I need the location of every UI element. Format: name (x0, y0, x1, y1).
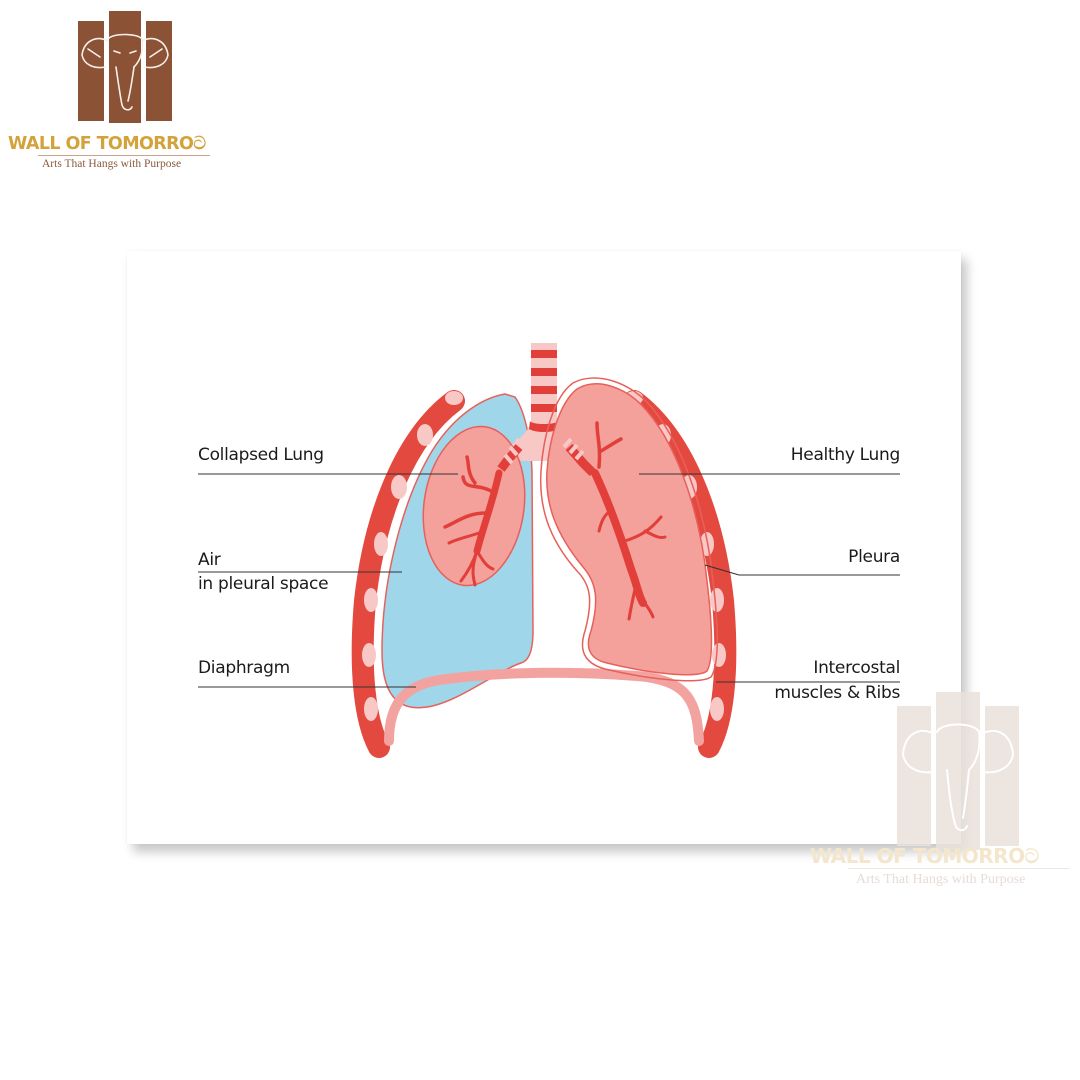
brand-tagline: Arts That Hangs with Purpose (42, 158, 182, 170)
label-intercostal-line2: muscles & Ribs (774, 683, 900, 703)
left-ribcage (351, 390, 465, 758)
watermark-tagline: Arts That Hangs with Purpose (856, 872, 1026, 887)
brand-watermark: WALL OF TOMORROට Arts That Hangs with Pu… (800, 680, 1080, 900)
label-pleura: Pleura (848, 547, 900, 567)
watermark-title: WALL OF TOMORROට (810, 844, 1039, 868)
brand-title: WALL OF TOMORROට (8, 134, 206, 154)
label-healthy-lung: Healthy Lung (790, 445, 901, 465)
label-air-line2: in pleural space (198, 574, 329, 594)
healthy-lung (539, 377, 718, 682)
watermark-divider (848, 868, 1070, 869)
brand-divider (38, 155, 210, 156)
label-intercostal-line1: Intercostal (813, 658, 900, 678)
poster-frame: Collapsed Lung Air in pleural space Diap… (127, 251, 961, 844)
brand-logo: WALL OF TOMORROට Arts That Hangs with Pu… (0, 0, 250, 180)
elephant-icon (897, 692, 1019, 850)
label-air-line1: Air (198, 550, 221, 570)
elephant-icon (78, 11, 172, 123)
label-diaphragm: Diaphragm (198, 658, 290, 678)
lung-diagram (198, 343, 900, 758)
leader-lines (198, 473, 900, 688)
diaphragm (384, 667, 704, 746)
collapsed-lung (422, 425, 526, 587)
label-collapsed-lung: Collapsed Lung (198, 445, 324, 465)
